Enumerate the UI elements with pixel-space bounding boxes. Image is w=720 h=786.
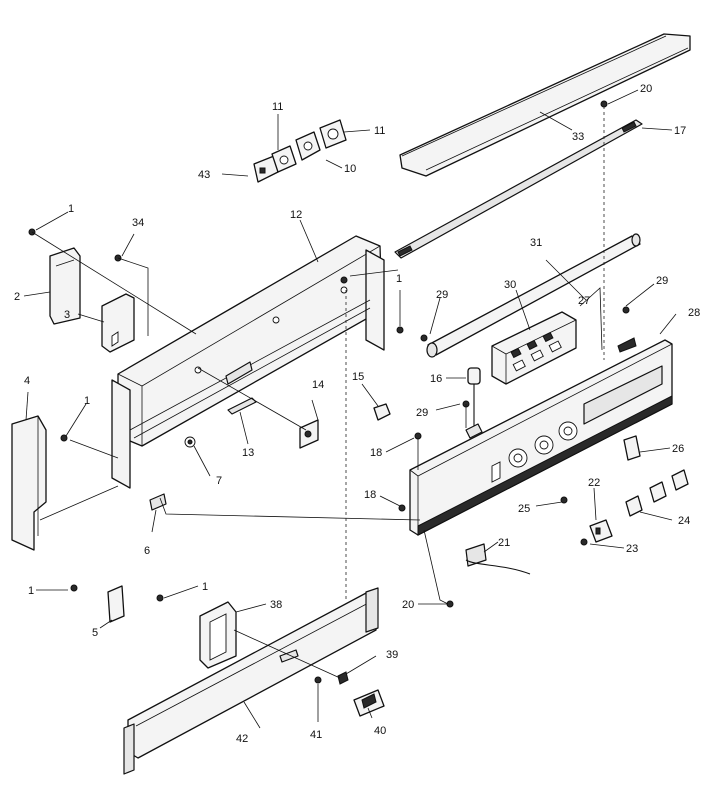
knob-part-22 [589,519,613,543]
callout-29: 29 [436,289,448,301]
lower-trim-part-42 [123,587,379,775]
bracket-part-3 [101,293,135,353]
callout-24: 24 [678,515,690,527]
callout-16: 16 [430,373,442,385]
bracket-part-26 [623,435,641,461]
callout-14: 14 [312,379,324,391]
callout-23: 23 [626,543,638,555]
callout-1: 1 [396,273,402,285]
callout-39: 39 [386,649,398,661]
callout-28: 28 [688,307,700,319]
callout-17: 17 [674,125,686,137]
knob-set-part-24 [625,469,689,517]
callout-6: 6 [144,545,150,557]
callout-30: 30 [504,279,516,291]
clip-part-15 [373,403,391,421]
callout-labels: 1 1 1 1 1 2 3 4 5 6 7 10 11 11 12 13 14 … [14,83,700,745]
callout-11: 11 [272,101,283,113]
callout-1: 1 [84,395,90,407]
callout-1: 1 [68,203,74,215]
backguard-frame-part-12 [111,235,385,489]
switch-group-parts-10-11-43 [253,119,347,183]
callout-33: 33 [572,131,584,143]
callout-43: 43 [198,169,210,181]
callout-18: 18 [370,447,382,459]
callout-31: 31 [530,237,542,249]
callout-4: 4 [24,375,30,387]
screw-part-23 [580,538,588,546]
top-trim-part-33 [399,33,691,177]
clock-module-part-30 [491,311,577,385]
trim-strip-part-17 [394,119,643,259]
callout-26: 26 [672,443,684,455]
control-panel-part-28 [409,337,673,536]
assembly-lines [31,106,605,679]
callout-42: 42 [236,733,248,745]
callout-1: 1 [202,581,208,593]
lamp-socket-part-40 [353,689,385,717]
callout-40: 40 [374,725,386,737]
callout-2: 2 [14,291,20,303]
switch-part-14 [299,419,319,449]
callout-1: 1 [28,585,34,597]
callout-41: 41 [310,729,322,741]
switch-part-38 [199,601,237,669]
callout-12: 12 [290,209,302,221]
callout-15: 15 [352,371,364,383]
callout-11: 11 [374,125,385,137]
clip-part-6 [149,493,167,511]
bracket-part-13 [227,397,257,415]
callout-38: 38 [270,599,282,611]
callout-20: 20 [640,83,652,95]
callout-18: 18 [364,489,376,501]
callout-leaders [23,89,677,729]
callout-27: 27 [578,295,590,307]
callout-20: 20 [402,599,414,611]
callout-34: 34 [132,217,144,229]
tube-part-31 [426,233,641,358]
callout-5: 5 [92,627,98,639]
callout-3: 3 [64,309,70,321]
wire-harness-part-21 [465,543,531,575]
callout-13: 13 [242,447,254,459]
screws [28,100,630,684]
callout-22: 22 [588,477,600,489]
callout-21: 21 [498,537,510,549]
callout-25: 25 [518,503,530,515]
callout-7: 7 [216,475,222,487]
bracket-part-5 [107,585,125,623]
callout-29: 29 [416,407,428,419]
callout-29: 29 [656,275,668,287]
bracket-part-39 [279,649,349,685]
lamp-part-16 [465,367,483,439]
grommet-part-7 [184,436,196,448]
side-panel-part-4 [11,415,47,551]
bracket-part-2 [49,247,81,325]
callout-10: 10 [344,163,356,175]
